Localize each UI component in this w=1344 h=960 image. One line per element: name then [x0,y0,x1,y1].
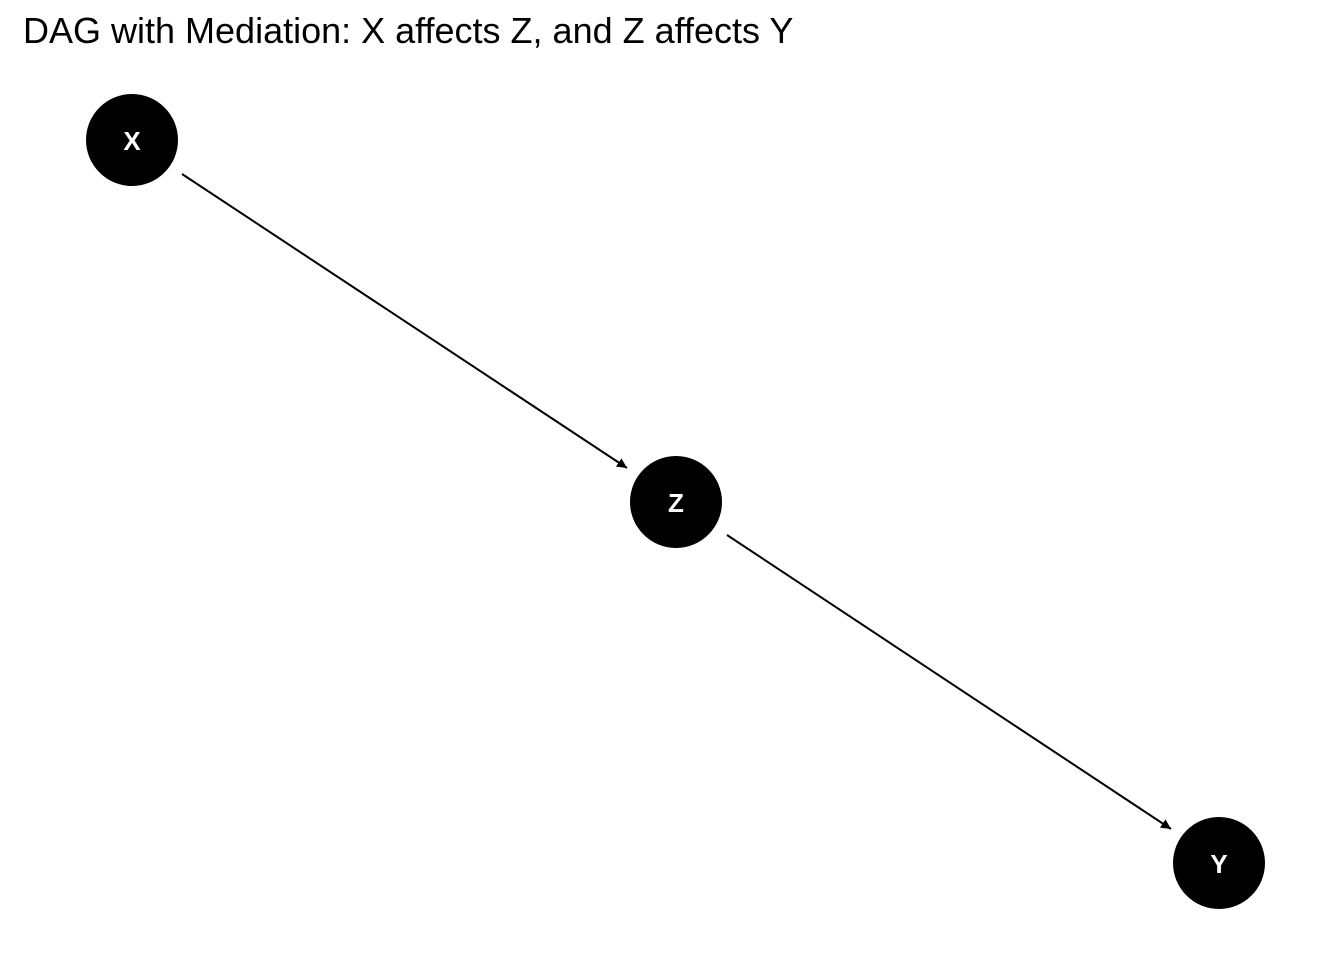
node-y-label: Y [1210,849,1227,879]
node-y-circle [1173,817,1265,909]
node-x-label: X [123,126,141,156]
edge-x-to-z [181,173,628,469]
node-x-circle [86,94,178,186]
edge-z-to-y [726,534,1172,830]
node-z-label: Z [668,488,684,518]
node-x: X [86,94,178,186]
node-y: Y [1173,817,1265,909]
node-z: Z [630,456,722,548]
diagram-title: DAG with Mediation: X affects Z, and Z a… [23,10,794,51]
node-z-circle [630,456,722,548]
